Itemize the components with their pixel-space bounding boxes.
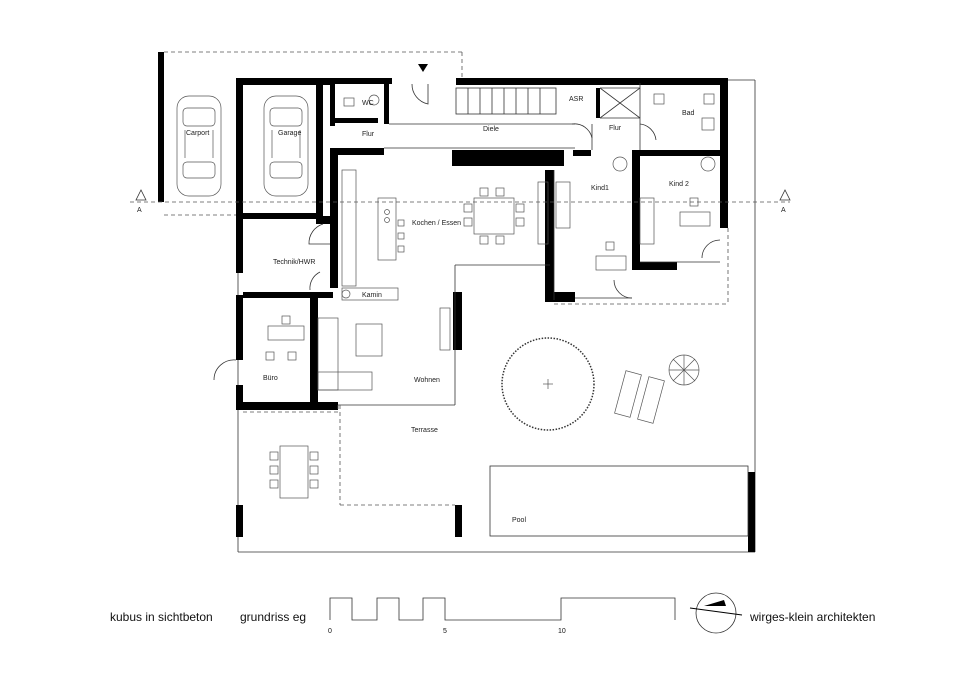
scale-tick-0: 0: [328, 628, 332, 635]
office-name: wirges-klein architekten: [749, 610, 875, 624]
walls: [236, 78, 755, 552]
room-label-kochen-essen: Kochen / Essen: [412, 220, 461, 227]
staircase: [418, 64, 557, 115]
room-label-kind1: Kind1: [591, 185, 609, 192]
scale-tick-10: 10: [558, 628, 566, 635]
kitchen-furniture: [341, 169, 549, 301]
car-garage: [263, 95, 309, 197]
room-label-buero: Büro: [263, 375, 278, 382]
drawing-title: grundriss eg: [240, 610, 306, 624]
room-label-asr: ASR: [569, 96, 583, 103]
room-label-wc: WC: [362, 100, 374, 107]
section-label-left: A: [137, 207, 142, 214]
doors: [213, 83, 721, 381]
room-label-terrasse: Terrasse: [411, 427, 438, 434]
office-furniture: [265, 315, 305, 361]
room-label-wohnen: Wohnen: [414, 377, 440, 384]
interior-lines: [338, 83, 720, 406]
car-carport: [176, 95, 222, 197]
kids-furniture: [555, 156, 716, 271]
room-label-kind2: Kind 2: [669, 181, 689, 188]
room-labels: Carport Garage WC Flur Diele ASR Flur Ba…: [186, 96, 695, 524]
north-arrow-icon: [689, 592, 743, 634]
room-label-flur-bedroom: Flur: [609, 125, 622, 132]
title-block: kubus in sichtbeton grundriss eg wirges-…: [110, 592, 875, 635]
scale-bar: [329, 597, 676, 621]
scale-tick-5: 5: [443, 628, 447, 635]
bath-fixtures: [343, 93, 715, 131]
living-furniture: [317, 307, 451, 391]
room-label-pool: Pool: [512, 517, 526, 524]
room-label-flur-entry: Flur: [362, 131, 375, 138]
terrace-dashed: [130, 201, 790, 506]
room-label-kamin: Kamin: [362, 292, 382, 299]
section-markers: A A: [135, 189, 791, 214]
room-label-diele: Diele: [483, 126, 499, 133]
room-label-bad: Bad: [682, 110, 695, 117]
room-label-technik: Technik/HWR: [273, 259, 315, 266]
room-label-garage: Garage: [278, 130, 301, 137]
section-label-right: A: [781, 207, 786, 214]
terrace-furniture: [269, 337, 749, 537]
carport-outline: [158, 51, 463, 216]
project-title: kubus in sichtbeton: [110, 610, 213, 624]
room-label-carport: Carport: [186, 130, 209, 137]
